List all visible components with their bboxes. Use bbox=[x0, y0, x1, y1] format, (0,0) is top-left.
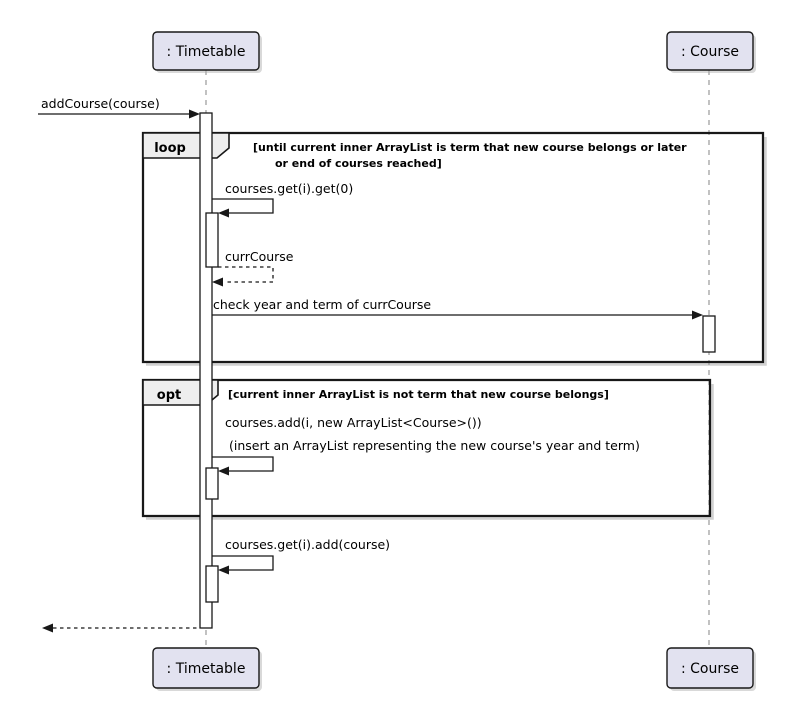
participant-course-bottom: : Course bbox=[666, 647, 756, 691]
message-add-arraylist-label: courses.add(i, new ArrayList<Course>()) bbox=[225, 415, 482, 430]
message-add-course-to-list-arrowhead-icon bbox=[218, 565, 229, 575]
opt-operator-label: opt bbox=[157, 388, 181, 403]
participant-course-top: : Course bbox=[666, 31, 756, 73]
opt-frame-shadow bbox=[146, 384, 714, 520]
loop-guard-line-2: or end of courses reached] bbox=[275, 157, 442, 170]
message-addcourse-label: addCourse(course) bbox=[41, 96, 160, 111]
message-check-year: check year and term of currCourse bbox=[212, 297, 703, 320]
loop-operator-label: loop bbox=[154, 141, 186, 156]
participant-timetable-top-label: : Timetable bbox=[167, 44, 246, 60]
participant-course-top-label: : Course bbox=[681, 44, 739, 60]
activation-timetable-nested-1 bbox=[205, 212, 219, 268]
loop-guard-line-1: [until current inner ArrayList is term t… bbox=[253, 141, 687, 154]
loop-frame bbox=[141, 131, 765, 364]
activation-timetable-nested-3 bbox=[205, 565, 219, 603]
participant-course-top-box bbox=[666, 31, 754, 71]
message-check-year-label: check year and term of currCourse bbox=[213, 297, 431, 312]
opt-fragment: opt [current inner ArrayList is not term… bbox=[141, 378, 714, 520]
message-add-course-to-list-line bbox=[212, 555, 274, 571]
message-currcourse-line bbox=[218, 266, 274, 283]
opt-frame bbox=[141, 378, 712, 518]
participant-timetable-bottom-box bbox=[152, 647, 260, 689]
activation-timetable-main bbox=[199, 112, 213, 629]
message-add-arraylist: courses.add(i, new ArrayList<Course>()) … bbox=[212, 415, 640, 476]
message-currcourse-label: currCourse bbox=[225, 249, 294, 264]
participant-course-bottom-label: : Course bbox=[681, 661, 739, 677]
participant-timetable-top: : Timetable bbox=[152, 31, 262, 73]
message-check-year-arrowhead-icon bbox=[692, 310, 703, 320]
participant-timetable-top-box bbox=[152, 31, 260, 71]
message-get-course-line bbox=[212, 198, 274, 214]
message-final-return-arrowhead-icon bbox=[42, 623, 53, 633]
message-add-course-to-list-label: courses.get(i).add(course) bbox=[225, 537, 390, 552]
message-get-course-label: courses.get(i).get(0) bbox=[225, 181, 353, 196]
participant-timetable-bottom-label: : Timetable bbox=[167, 661, 246, 677]
message-get-course-arrowhead-icon bbox=[218, 208, 229, 218]
activation-timetable-nested-2 bbox=[205, 467, 219, 500]
message-add-course-to-list: courses.get(i).add(course) bbox=[212, 537, 390, 575]
message-add-arraylist-line bbox=[212, 456, 274, 472]
message-addcourse-arrowhead-icon bbox=[189, 109, 200, 119]
participant-course-bottom-box bbox=[666, 647, 754, 689]
activation-course bbox=[702, 315, 716, 353]
loop-frame-shadow bbox=[146, 137, 767, 366]
message-addcourse: addCourse(course) bbox=[38, 96, 200, 119]
participant-timetable-bottom: : Timetable bbox=[152, 647, 262, 691]
message-add-arraylist-note: (insert an ArrayList representing the ne… bbox=[229, 438, 640, 453]
message-get-course: courses.get(i).get(0) bbox=[212, 181, 353, 218]
message-currcourse-return: currCourse bbox=[212, 249, 294, 287]
message-currcourse-arrowhead-icon bbox=[212, 277, 223, 287]
message-add-arraylist-arrowhead-icon bbox=[218, 466, 229, 476]
opt-guard-line-1: [current inner ArrayList is not term tha… bbox=[228, 388, 609, 401]
loop-fragment: loop [until current inner ArrayList is t… bbox=[141, 131, 767, 366]
message-final-return bbox=[42, 623, 200, 633]
